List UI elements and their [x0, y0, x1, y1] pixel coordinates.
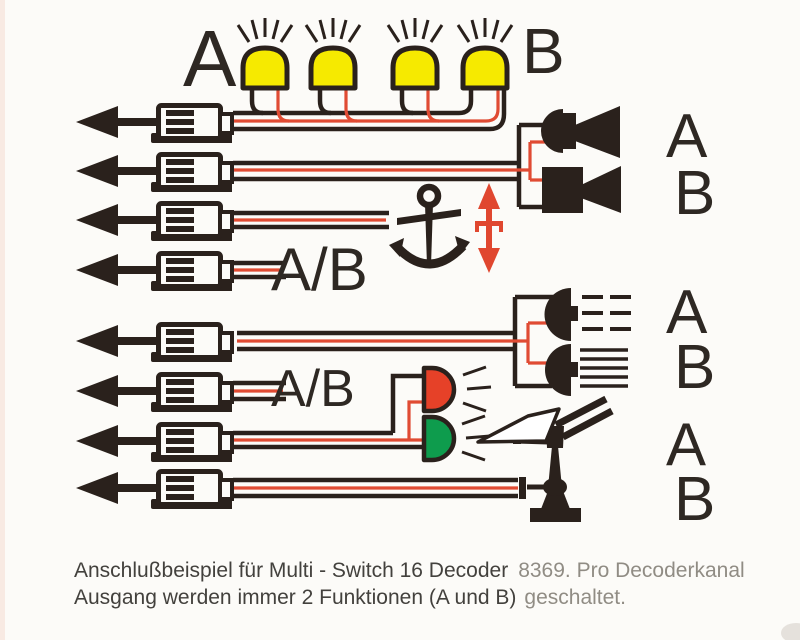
- horn-round-icon: [541, 106, 620, 158]
- horn-square-icon: [542, 166, 621, 213]
- lamp-label-b: B: [522, 15, 565, 87]
- up-down-arrow-icon: [475, 183, 503, 273]
- radar-label-b: B: [674, 465, 715, 534]
- caption-line-1: Anschlußbeispiel für Multi - Switch 16 D…: [74, 559, 745, 582]
- scan-edge-artifact: [0, 0, 5, 640]
- signal-lamp-icon: [463, 48, 507, 88]
- lamp-label-a: A: [183, 14, 237, 103]
- signal-lamp-icon: [311, 48, 355, 88]
- radar-plug-tip: [519, 477, 526, 499]
- foghorn-icon: [544, 288, 631, 341]
- red-wires: [233, 87, 553, 490]
- scan-corner-smudge: [781, 623, 800, 640]
- led-green-icon: [421, 414, 457, 463]
- signal-lamp-icon: [243, 48, 287, 88]
- radar-label-a: A: [666, 411, 706, 478]
- caption-line-2: Ausgang werden immer 2 Funktionen (A und…: [74, 586, 626, 609]
- anchor-icon: [389, 183, 470, 269]
- black-wires: [233, 87, 556, 499]
- led-red-icon: [421, 365, 457, 414]
- horn-label-a: A: [666, 102, 708, 171]
- winch-ab-label: A/B: [271, 236, 368, 303]
- horn-label-b: B: [674, 159, 715, 228]
- foghorn-label-b: B: [674, 333, 715, 402]
- radar-icon: [476, 395, 614, 522]
- generic-ab-label: A/B: [271, 360, 355, 418]
- signal-lamp-icon: [393, 48, 437, 88]
- foghorn-label-a: A: [666, 278, 708, 347]
- foghorn-icon: [545, 344, 628, 396]
